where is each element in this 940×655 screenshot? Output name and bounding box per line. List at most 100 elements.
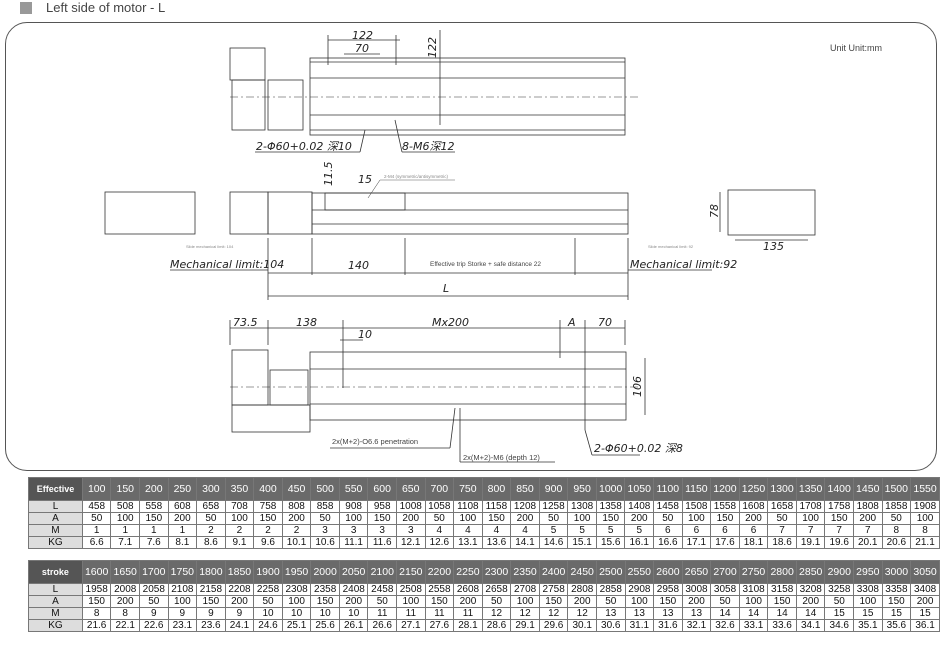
value-cell: 2758: [538, 583, 569, 596]
value-cell: 2258: [253, 583, 283, 596]
value-cell: 31.1: [624, 619, 655, 632]
value-cell: 3008: [681, 583, 712, 596]
stroke-cell: 650: [395, 477, 426, 501]
value-cell: 50: [881, 512, 912, 525]
value-cell: 33.1: [738, 619, 769, 632]
bottom-rail: [309, 351, 627, 421]
value-cell: 14.1: [510, 536, 540, 549]
stroke-cell: 2750: [738, 560, 769, 584]
dim-10: 10: [358, 328, 372, 341]
row-header: A: [28, 595, 83, 608]
value-cell: 50: [253, 595, 283, 608]
value-cell: 1058: [424, 500, 455, 513]
value-cell: 36.1: [910, 619, 940, 632]
value-cell: 11: [453, 607, 483, 620]
value-cell: 2208: [224, 583, 255, 596]
stroke-cell: 1350: [795, 477, 826, 501]
stroke-cell: 400: [253, 477, 283, 501]
stroke-cell: 450: [281, 477, 312, 501]
dim-122-vertical: 122: [426, 37, 439, 58]
row-header: Effective: [28, 477, 83, 501]
stroke-cell: 1200: [710, 477, 740, 501]
side-rail: [311, 192, 629, 235]
value-cell: 100: [910, 512, 940, 525]
stroke-cell: 1150: [681, 477, 712, 501]
row-header: M: [28, 607, 83, 620]
row-header: A: [28, 512, 83, 525]
value-cell: 32.1: [681, 619, 712, 632]
value-cell: 12.1: [395, 536, 426, 549]
stroke-cell: 2550: [624, 560, 655, 584]
stroke-cell: 1900: [253, 560, 283, 584]
value-cell: 3: [310, 524, 340, 537]
value-cell: 1808: [852, 500, 883, 513]
value-cell: 1458: [653, 500, 683, 513]
dim-mx200: Mx200: [432, 316, 469, 329]
stroke-cell: 1100: [653, 477, 683, 501]
value-cell: 1158: [481, 500, 512, 513]
value-cell: 33.6: [767, 619, 797, 632]
value-cell: 20.1: [852, 536, 883, 549]
value-cell: 13: [595, 607, 626, 620]
value-cell: 50: [653, 512, 683, 525]
stroke-cell: 1500: [881, 477, 912, 501]
value-cell: 17.1: [681, 536, 712, 549]
value-cell: 100: [281, 595, 312, 608]
stroke-cell: 2100: [367, 560, 398, 584]
stroke-cell: 2950: [853, 560, 883, 584]
stroke-cell: 1950: [281, 560, 312, 584]
dim-11-5: 11.5: [322, 162, 335, 187]
value-cell: 7.6: [139, 536, 169, 549]
value-cell: 3058: [710, 583, 740, 596]
value-cell: 100: [167, 595, 198, 608]
dim-135: 135: [763, 240, 784, 253]
value-cell: 150: [710, 512, 740, 525]
stroke-cell: 2400: [538, 560, 569, 584]
value-cell: 1208: [510, 500, 540, 513]
stroke-cell: 1850: [224, 560, 255, 584]
stroke-cell: 2700: [710, 560, 740, 584]
value-cell: 1258: [538, 500, 569, 513]
penetration-note: 2x(M+2)-O6.6 penetration: [332, 437, 418, 446]
value-cell: 8: [910, 524, 940, 537]
value-cell: 100: [510, 595, 540, 608]
value-cell: 32.6: [710, 619, 740, 632]
stroke-cell: 2900: [824, 560, 855, 584]
value-cell: 200: [795, 595, 826, 608]
value-cell: 11: [367, 607, 398, 620]
value-cell: 8.6: [196, 536, 226, 549]
value-cell: 10: [310, 607, 340, 620]
value-cell: 5: [624, 524, 655, 537]
value-cell: 3208: [795, 583, 826, 596]
value-cell: 100: [224, 512, 255, 525]
stroke-cell: 900: [538, 477, 569, 501]
value-cell: 100: [795, 512, 826, 525]
dim-106: 106: [631, 376, 644, 397]
value-cell: 2908: [624, 583, 655, 596]
value-cell: 1: [110, 524, 141, 537]
stroke-cell: 1450: [852, 477, 883, 501]
value-cell: 50: [481, 595, 512, 608]
value-cell: 6: [653, 524, 683, 537]
value-cell: 25.6: [310, 619, 340, 632]
value-cell: 24.6: [253, 619, 283, 632]
value-cell: 18.6: [767, 536, 797, 549]
left-end-view: [104, 191, 196, 235]
m4-note: 2-M4 (symmetric/antisymmetric): [384, 174, 449, 179]
value-cell: 30.1: [567, 619, 597, 632]
value-cell: 7: [824, 524, 854, 537]
stroke-cell: 200: [139, 477, 169, 501]
value-cell: 17.6: [710, 536, 740, 549]
value-cell: 10: [338, 607, 369, 620]
stroke-cell: 2500: [595, 560, 626, 584]
stroke-cell: 250: [167, 477, 198, 501]
value-cell: 13.6: [481, 536, 512, 549]
dim-78: 78: [708, 204, 721, 218]
value-cell: 4: [481, 524, 512, 537]
value-cell: 22.1: [110, 619, 140, 632]
value-cell: 9: [224, 607, 255, 620]
